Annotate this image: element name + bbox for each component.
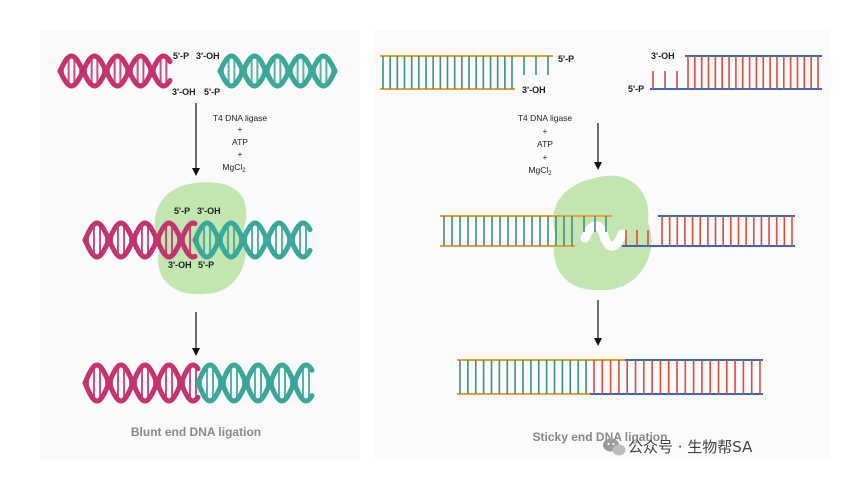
watermark-text: 公众号 · 生物帮SA — [628, 438, 753, 456]
wechat-icon — [603, 438, 626, 456]
dna-strand — [82, 362, 201, 404]
blunt-ligase-enzyme — [154, 182, 247, 295]
blunt-arrow-2-head — [192, 348, 200, 356]
sticky-arrow-1-head — [594, 162, 602, 170]
blunt-top-5p-label: 5'-P — [173, 51, 189, 61]
dna-strand — [82, 362, 201, 404]
helix-rungs — [87, 224, 191, 256]
sticky-reagent-enzyme: T4 DNA ligase — [518, 113, 573, 123]
blunt-ligated-left-helix — [82, 362, 201, 404]
dna-strand — [217, 53, 338, 89]
sticky-top-right-fragment — [650, 55, 822, 90]
blunt-top-left-helix — [57, 53, 173, 89]
sticky-left-3oh-label: 3'-OH — [522, 85, 546, 95]
watermark: 公众号 · 生物帮SA — [603, 438, 753, 456]
blunt-mid-5p-bottom-label: 5'-P — [198, 260, 214, 270]
blunt-bottom-5p-label: 5'-P — [204, 87, 220, 97]
dna-strand — [217, 53, 338, 89]
blunt-ligated-right-helix — [195, 362, 315, 404]
sticky-middle-left-fragment — [440, 215, 612, 247]
blunt-mid-3oh-label: 3'-OH — [197, 206, 221, 216]
blunt-mid-3oh-bottom-label: 3'-OH — [168, 260, 192, 270]
sticky-caption: Sticky end DNA ligation — [533, 430, 668, 444]
blunt-reagent-enzyme: T4 DNA ligase — [213, 113, 268, 123]
blunt-middle-left-helix — [82, 220, 198, 260]
dna-strand — [195, 362, 315, 404]
dna-strand — [82, 220, 198, 260]
dna-strand — [82, 220, 198, 260]
sticky-middle-right-fragment — [622, 215, 795, 247]
sticky-reagent-atp: ATP — [537, 139, 553, 149]
sticky-reagent-mgcl: MgCl2 — [528, 165, 552, 177]
blunt-reagent-plus-2: + — [238, 150, 243, 159]
sticky-ligated-dna — [457, 359, 763, 395]
dna-strand — [57, 53, 173, 89]
sticky-arrow-2-head — [594, 338, 602, 346]
sticky-reagent-plus-2: + — [543, 153, 548, 162]
blunt-middle-right-helix — [192, 220, 313, 260]
sticky-left-5p-label: 5'-P — [558, 54, 574, 64]
blunt-caption: Blunt end DNA ligation — [131, 425, 261, 439]
blunt-mid-5p-label: 5'-P — [174, 206, 190, 216]
blunt-reagent-mgcl: MgCl2 — [222, 162, 246, 174]
blunt-reagent-plus-1: + — [238, 125, 243, 134]
blunt-top-3oh-label: 3'-OH — [196, 51, 220, 61]
sticky-reagent-plus-1: + — [543, 127, 548, 136]
blunt-reagent-atp: ATP — [232, 137, 248, 147]
sticky-ligase-groove — [580, 221, 627, 251]
blunt-bottom-3oh-label: 3'-OH — [172, 87, 196, 97]
sticky-right-5p-label: 5'-P — [628, 84, 644, 94]
dna-strand — [192, 220, 313, 260]
sticky-top-left-fragment — [380, 55, 553, 90]
blunt-arrow-1-head — [192, 168, 200, 176]
sticky-right-3oh-label: 3'-OH — [651, 51, 675, 61]
blunt-top-right-helix — [217, 53, 338, 89]
